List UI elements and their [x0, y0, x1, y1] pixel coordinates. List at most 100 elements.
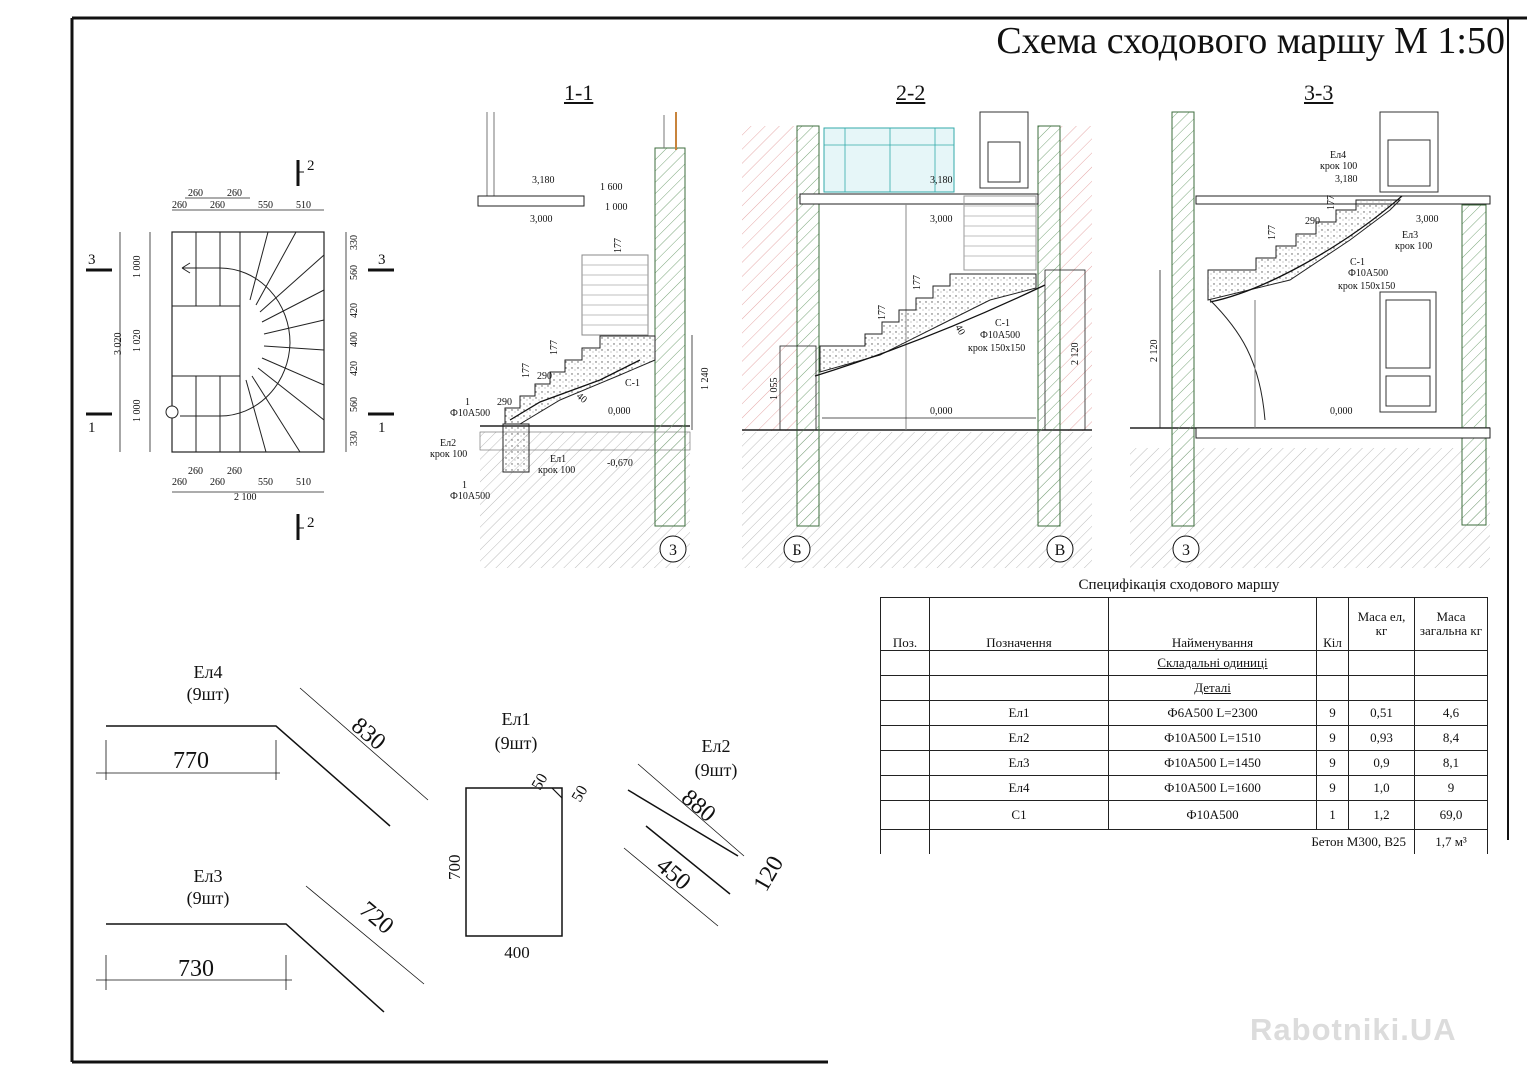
section-title-3-3: 3-3 [1304, 80, 1334, 105]
cell-concrete-label: Бетон М300, В25 [929, 829, 1415, 854]
cell-concrete-value: 1,7 м³ [1414, 829, 1488, 854]
dim-label: 290 [537, 371, 552, 382]
cell-name: Ф10А500 L=1600 [1108, 775, 1317, 801]
table-row: Ел2 Ф10А500 L=1510 9 0,93 8,4 [880, 725, 1488, 751]
level-mark: 3,180 [930, 175, 953, 186]
dim-label: 177 [521, 363, 532, 378]
cell-designation: Ел2 [929, 725, 1109, 751]
cell-mass-unit: 0,51 [1348, 700, 1415, 726]
rebar-label: 1 [462, 480, 467, 491]
table-row-concrete: Бетон М300, В25 1,7 м³ [880, 829, 1488, 854]
rebar-el3-dim-b: 720 [354, 897, 398, 940]
rebar-label: Ел3 [1402, 230, 1418, 241]
dim-label: 2 120 [1070, 343, 1081, 366]
rebar-el2-dim-c: 120 [749, 852, 790, 896]
cell-name: Ф10А500 L=1450 [1108, 750, 1317, 776]
rebar-label: С-1 [625, 378, 640, 389]
rebar-label: 1 [465, 397, 470, 408]
dim-label: 177 [613, 238, 624, 253]
plan-dim: 260 [210, 477, 225, 488]
cell-pos [880, 800, 930, 830]
cell-qty: 1 [1316, 800, 1349, 830]
plan-dim: 560 [349, 397, 360, 412]
spec-title: Специфікація сходового маршу [1078, 577, 1280, 593]
table-row: Ел3 Ф10А500 L=1450 9 0,9 8,1 [880, 750, 1488, 776]
cell-mass-total: 69,0 [1414, 800, 1488, 830]
rebar-label: крок 100 [430, 449, 467, 460]
axis-label-b: Б [792, 542, 801, 559]
rebar-label: Ф10А500 [450, 408, 490, 419]
cut-mark-1-left: 1 [88, 420, 96, 436]
level-mark: 3,000 [530, 214, 553, 225]
dim-label: 40 [952, 323, 967, 337]
rebar-label: крок 100 [1320, 161, 1357, 172]
plan-dim: 3 020 [113, 333, 124, 356]
cell-pos [880, 700, 930, 726]
dim-label: 290 [497, 397, 512, 408]
cell-mass-unit: 1,0 [1348, 775, 1415, 801]
table-row: Ел4 Ф10А500 L=1600 9 1,0 9 [880, 775, 1488, 801]
rebar-el4-name: Ел4 [194, 662, 223, 682]
cell-qty: 9 [1316, 750, 1349, 776]
plan-dim: 420 [349, 303, 360, 318]
plan-overall-width: 2 100 [234, 492, 257, 503]
cell-mass-total: 8,4 [1414, 725, 1488, 751]
drawing-title: Схема сходового маршу М 1:50 [996, 20, 1505, 62]
spec-header-pos: Поз. [880, 597, 930, 651]
rebar-label: крок 150х150 [1338, 281, 1395, 292]
rebar-el4-qty: (9шт) [187, 684, 230, 705]
spec-header-name: Найменування [1108, 597, 1317, 651]
rebar-label: крок 150х150 [968, 343, 1025, 354]
cell-qty: 9 [1316, 700, 1349, 726]
plan-dim: 550 [258, 200, 273, 211]
rebar-label: крок 100 [538, 465, 575, 476]
level-mark: 3,000 [1416, 214, 1439, 225]
section-title-1-1: 1-1 [564, 80, 594, 105]
spec-header-row: Поз. Позначення Найменування Кіл Маса ел… [880, 597, 1488, 651]
dim-label: 2 120 [1149, 340, 1160, 363]
cell-designation: Ел4 [929, 775, 1109, 801]
rebar-el1-dim-w: 400 [504, 943, 530, 962]
rebar-label: Ф10А500 [980, 330, 1020, 341]
rebar-el2-dim-a: 880 [676, 785, 720, 828]
cell-designation: С1 [929, 800, 1109, 830]
rebar-label: Ф10А500 [1348, 268, 1388, 279]
cell-name: Ф6А500 L=2300 [1108, 700, 1317, 726]
dim-label: 177 [877, 305, 888, 320]
section-3-3: 3 3,180 3,000 0,000 290 177 177 2 120 Ел… [1130, 111, 1491, 568]
plan-dim: 260 [227, 188, 242, 199]
cell-name: Ф10А500 L=1510 [1108, 725, 1317, 751]
rebar-el4-dim-b: 830 [346, 713, 390, 756]
section-title-2-2: 2-2 [896, 80, 926, 105]
level-mark: 0,000 [1330, 406, 1353, 417]
cell-mass-total: 4,6 [1414, 700, 1488, 726]
plan-dim: 260 [172, 477, 187, 488]
rebar-el1-hook-b: 50 [569, 783, 592, 805]
plan-dim: 260 [188, 466, 203, 477]
plan-dim: 510 [296, 477, 311, 488]
cell-name: Ф10А500 [1108, 800, 1317, 830]
rebar-el1-name: Ел1 [502, 709, 531, 729]
table-row: С1 Ф10А500 1 1,2 69,0 [880, 800, 1488, 830]
rebar-label: Ел1 [550, 454, 566, 465]
dim-label: 1 055 [769, 378, 780, 401]
watermark: Rabotniki.UA [1250, 1012, 1457, 1047]
section-1-1: 3 3,180 3,000 0,000 -0,670 1 600 1 000 1… [430, 112, 711, 568]
dim-label: 1 240 [700, 368, 711, 391]
cell-pos [880, 750, 930, 776]
cell-designation: Ел3 [929, 750, 1109, 776]
cell-qty: 9 [1316, 775, 1349, 801]
rebar-el1-dim-h: 700 [445, 855, 464, 881]
cell-qty: 9 [1316, 725, 1349, 751]
plan-dim: 260 [172, 200, 187, 211]
rebar-label: С-1 [995, 318, 1010, 329]
spec-group-row: Деталі [880, 675, 1488, 701]
table-row: Ел1 Ф6А500 L=2300 9 0,51 4,6 [880, 700, 1488, 726]
cut-mark-3-right: 3 [378, 252, 386, 268]
cell-designation: Ел1 [929, 700, 1109, 726]
cell-pos [880, 725, 930, 751]
cell-mass-total: 9 [1414, 775, 1488, 801]
level-mark: 3,180 [532, 175, 555, 186]
cut-mark-1-right: 1 [378, 420, 386, 436]
